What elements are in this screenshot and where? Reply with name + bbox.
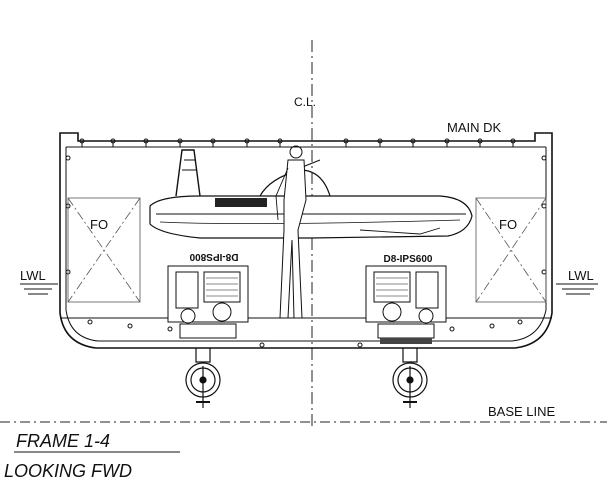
engine-starboard-label: D8-IPS600 [384,254,433,265]
ips-drive-starboard [392,348,428,408]
engine-port: D8-IPS800 [167,251,249,339]
view-title: LOOKING FWD [4,461,132,481]
tender-boat [149,149,473,239]
waterline-starboard: LWL [556,268,598,295]
fuel-tank-port: FO [67,197,141,303]
base-line-label: BASE LINE [488,404,556,419]
waterline-starboard-label: LWL [568,268,594,283]
fuel-tank-starboard-label: FO [499,217,517,232]
engine-starboard: D8-IPS600 [365,254,447,344]
frame-title: FRAME 1-4 [16,431,110,451]
deck-beam-studs [65,138,547,348]
waterline-port-label: LWL [20,268,46,283]
person-figure [275,145,307,319]
hull-outline [59,132,553,349]
centerline-label: C.L. [294,95,316,109]
ips-drive-port [185,348,221,408]
engine-port-label: D8-IPS800 [189,251,238,262]
main-deck-label: MAIN DK [447,120,502,135]
fuel-tank-port-label: FO [90,217,108,232]
waterline-port: LWL [20,268,58,295]
fuel-tank-starboard: FO [475,197,547,303]
